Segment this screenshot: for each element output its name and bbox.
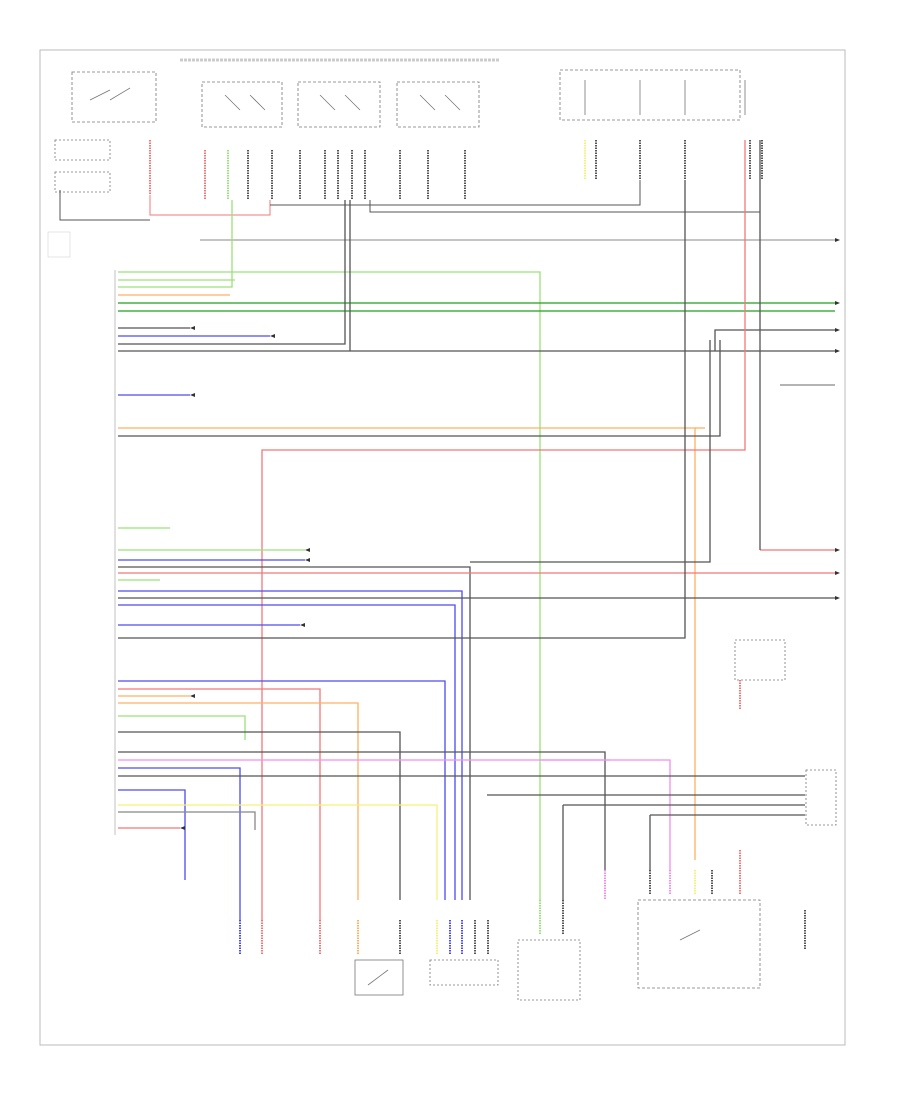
arrow-markers xyxy=(180,238,840,830)
efi-main-relay xyxy=(201,81,283,128)
diagram-border xyxy=(39,49,846,1046)
connector-stubs-bottom xyxy=(239,680,806,955)
ignition-switch xyxy=(71,71,157,123)
fuse-box-top xyxy=(559,69,746,121)
circuit-opening-relay xyxy=(297,81,381,128)
ecm-label-block xyxy=(47,231,71,258)
bottom-components xyxy=(354,639,837,1001)
start-relay xyxy=(396,81,480,128)
top-bus-wires xyxy=(59,180,835,241)
connector-stubs-top xyxy=(149,140,763,200)
harness-wires xyxy=(118,140,835,920)
fuse-block-left xyxy=(54,139,111,193)
